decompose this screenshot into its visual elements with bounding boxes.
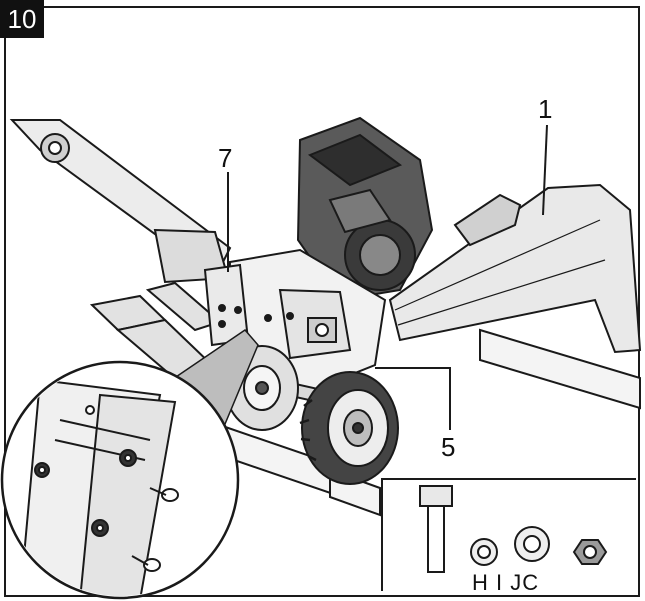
callout-7: 7 — [218, 143, 233, 173]
leader-line-5 — [375, 367, 451, 430]
callout-1: 1 — [538, 94, 553, 124]
discharge-hopper — [388, 183, 642, 354]
callout-5: 5 — [441, 432, 456, 462]
chipper-housing — [203, 248, 387, 397]
leader-line-1 — [542, 124, 548, 216]
detail-magnifier — [0, 360, 240, 600]
engine — [296, 116, 434, 302]
hardware-parts-label: H I JC — [472, 570, 540, 595]
figure-number: 10 — [0, 0, 44, 38]
leader-lines — [227, 124, 548, 430]
front-wheel — [299, 371, 399, 485]
tow-bar — [9, 119, 232, 284]
